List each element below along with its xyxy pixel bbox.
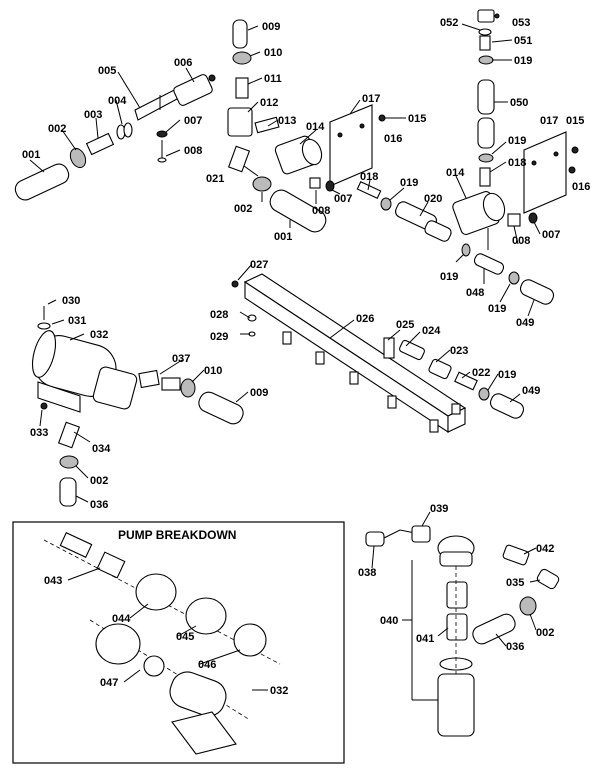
callout-019: 019 (488, 303, 506, 315)
callout-010: 010 (204, 365, 222, 377)
callout-051: 051 (514, 35, 532, 47)
callout-008: 008 (312, 205, 330, 217)
callout-037: 037 (172, 353, 190, 365)
callout-034: 034 (92, 443, 111, 455)
callout-009: 009 (250, 387, 268, 399)
callout-019: 019 (508, 135, 526, 147)
callout-048: 048 (466, 287, 484, 299)
callout-036: 036 (506, 641, 524, 653)
callout-035: 035 (506, 577, 524, 589)
callout-016: 016 (572, 181, 590, 193)
callout-053: 053 (512, 17, 530, 29)
callout-019: 019 (440, 271, 458, 283)
callout-042: 042 (536, 543, 554, 555)
callout-022: 022 (472, 367, 490, 379)
callout-013: 013 (278, 115, 296, 127)
spray-nozzles (282, 331, 461, 433)
callout-044: 044 (112, 613, 131, 625)
callout-002: 002 (48, 123, 66, 135)
valve-assembly-right (452, 9, 579, 305)
callout-040: 040 (380, 615, 398, 627)
callout-029: 029 (210, 331, 228, 343)
callout-049: 049 (522, 385, 540, 397)
callout-labels: 001 002 003 004 005 006 007 008 009 010 … (22, 17, 590, 697)
pump-breakdown-panel (12, 521, 345, 764)
callout-007: 007 (542, 229, 560, 241)
leader-lines (29, 23, 541, 691)
callout-032: 032 (270, 685, 288, 697)
callout-008: 008 (184, 145, 202, 157)
inlet-assembly-left (14, 74, 216, 201)
callout-010: 010 (264, 47, 282, 59)
callout-018: 018 (360, 171, 378, 183)
callout-002: 002 (234, 203, 252, 215)
callout-017: 017 (540, 115, 558, 127)
callout-039: 039 (430, 503, 448, 515)
right-hose-line (356, 180, 452, 242)
callout-015: 015 (566, 115, 584, 127)
callout-020: 020 (424, 193, 442, 205)
callout-030: 030 (62, 295, 80, 307)
callout-031: 031 (68, 315, 86, 327)
callout-001: 001 (22, 149, 40, 161)
valve-assembly-middle (227, 19, 398, 233)
callout-014: 014 (446, 167, 465, 179)
exploded-pump-parts (43, 532, 281, 755)
callout-006: 006 (174, 57, 192, 69)
callout-015: 015 (408, 113, 426, 125)
callout-024: 024 (422, 325, 441, 337)
callout-005: 005 (98, 65, 116, 77)
callout-028: 028 (210, 309, 228, 321)
filter-assembly (365, 525, 560, 737)
callout-049: 049 (516, 317, 534, 329)
callout-041: 041 (416, 633, 434, 645)
callout-043: 043 (44, 575, 62, 587)
callout-023: 023 (450, 345, 468, 357)
manifold-tube (231, 273, 525, 434)
callout-012: 012 (260, 97, 278, 109)
callout-009: 009 (262, 21, 280, 33)
callout-052: 052 (440, 17, 458, 29)
callout-003: 003 (84, 109, 102, 121)
breakdown-title: PUMP BREAKDOWN (118, 528, 236, 542)
callout-027: 027 (250, 259, 268, 271)
callout-019: 019 (498, 369, 516, 381)
callout-002: 002 (536, 627, 554, 639)
callout-002: 002 (90, 475, 108, 487)
callout-050: 050 (510, 97, 528, 109)
callout-019: 019 (400, 177, 418, 189)
callout-001: 001 (274, 231, 292, 243)
callout-008: 008 (512, 235, 530, 247)
callout-004: 004 (108, 95, 127, 107)
callout-038: 038 (358, 567, 376, 579)
callout-016: 016 (384, 133, 402, 145)
callout-026: 026 (356, 313, 374, 325)
callout-019: 019 (514, 55, 532, 67)
callout-018: 018 (508, 157, 526, 169)
callout-014: 014 (306, 121, 325, 133)
pump-motor (31, 306, 244, 507)
callout-046: 046 (198, 659, 216, 671)
callout-045: 045 (176, 631, 194, 643)
callout-007: 007 (334, 193, 352, 205)
callout-025: 025 (396, 319, 414, 331)
callout-047: 047 (100, 677, 118, 689)
callout-011: 011 (264, 73, 282, 85)
callout-021: 021 (206, 173, 224, 185)
callout-036: 036 (90, 499, 108, 511)
callout-017: 017 (362, 93, 380, 105)
callout-007: 007 (184, 115, 202, 127)
callout-032: 032 (90, 329, 108, 341)
callout-033: 033 (30, 427, 48, 439)
